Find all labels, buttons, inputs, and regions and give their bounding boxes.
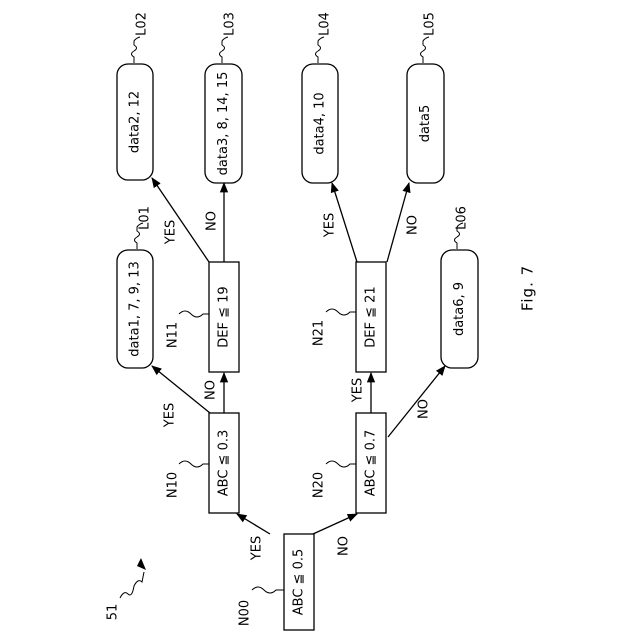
edge-n11-l02 <box>152 178 209 262</box>
edges <box>152 178 445 534</box>
leaf-content: data4, 10 <box>313 92 328 154</box>
leader-squiggle <box>132 37 141 63</box>
decision-node-n11: DEF ≦ 19 <box>209 262 239 372</box>
leader-squiggle <box>326 461 356 467</box>
edge-label-yes: YES <box>323 213 338 238</box>
edge-label-no: NO <box>406 215 421 235</box>
leader-squiggle <box>220 37 229 63</box>
decision-node-n20: ABC ≦ 0.7 <box>356 413 386 513</box>
edge-label-no: NO <box>337 536 352 556</box>
leaf-content: data2, 12 <box>128 91 143 153</box>
leaf-node-l03: data3, 8, 14, 15 <box>205 64 242 183</box>
node-id-label: N21 <box>312 320 327 346</box>
node-condition: ABC ≦ 0.7 <box>364 430 379 497</box>
leader-squiggle <box>252 587 284 593</box>
leaf-id-label: L01 <box>138 206 153 230</box>
node-condition: DEF ≦ 19 <box>217 286 232 347</box>
edge-label-yes: YES <box>164 220 179 245</box>
leaf-content: data1, 7, 9, 13 <box>128 261 143 356</box>
leaf-id-label: L04 <box>318 12 333 36</box>
leaf-node-l02: data2, 12 <box>117 64 153 180</box>
leaf-node-l06: data6, 9 <box>441 250 478 368</box>
decision-node-n00: ABC ≦ 0.5 <box>284 534 314 630</box>
leaf-content: data3, 8, 14, 15 <box>216 72 231 176</box>
node-condition: DEF ≦ 21 <box>364 286 379 347</box>
node-condition: ABC ≦ 0.3 <box>217 430 232 497</box>
leader-squiggle <box>421 37 430 63</box>
leaf-id-label: L05 <box>423 12 438 36</box>
reference-arrowhead <box>137 558 146 570</box>
edge-label-no: NO <box>205 211 220 231</box>
node-condition: ABC ≦ 0.5 <box>292 549 307 616</box>
leaf-content: data6, 9 <box>452 282 467 336</box>
leaf-id-label: L02 <box>135 12 150 36</box>
edge-n00-n10 <box>237 514 270 534</box>
edge-label-no: NO <box>204 380 219 400</box>
reference-leader-line <box>120 572 144 598</box>
figure-reference: 51 <box>106 558 147 620</box>
figure-number-label: 51 <box>106 604 121 621</box>
node-id-label: N11 <box>166 322 181 348</box>
node-id-label: N00 <box>238 600 253 626</box>
edge-label-yes: YES <box>351 378 366 403</box>
edge-label-no: NO <box>417 399 432 419</box>
figure-caption: Fig. 7 <box>519 265 537 311</box>
edge-n00-n20 <box>313 514 357 534</box>
leaf-node-l04: data4, 10 <box>302 64 338 183</box>
edge-label-yes: YES <box>163 403 178 428</box>
leaf-node-l01: data1, 7, 9, 13 <box>117 250 153 368</box>
leader-squiggle <box>316 37 325 63</box>
node-id-label: N10 <box>166 472 181 498</box>
leaf-node-l05: data5 <box>407 64 444 183</box>
node-id-label: N20 <box>312 472 327 498</box>
edge-label-yes: YES <box>250 536 265 561</box>
decision-node-n21: DEF ≦ 21 <box>356 262 386 372</box>
decision-node-n10: ABC ≦ 0.3 <box>209 413 239 513</box>
leaf-content: data5 <box>418 105 433 143</box>
leader-squiggle <box>179 311 209 317</box>
leader-squiggle <box>179 461 209 467</box>
edge-labels: YES NO YES NO YES NO YES NO YES NO <box>163 211 432 561</box>
leaf-id-label: L06 <box>455 206 470 230</box>
edge-n10-l01 <box>152 366 210 413</box>
leaf-id-label: L03 <box>223 12 238 36</box>
leader-squiggle <box>326 309 356 315</box>
